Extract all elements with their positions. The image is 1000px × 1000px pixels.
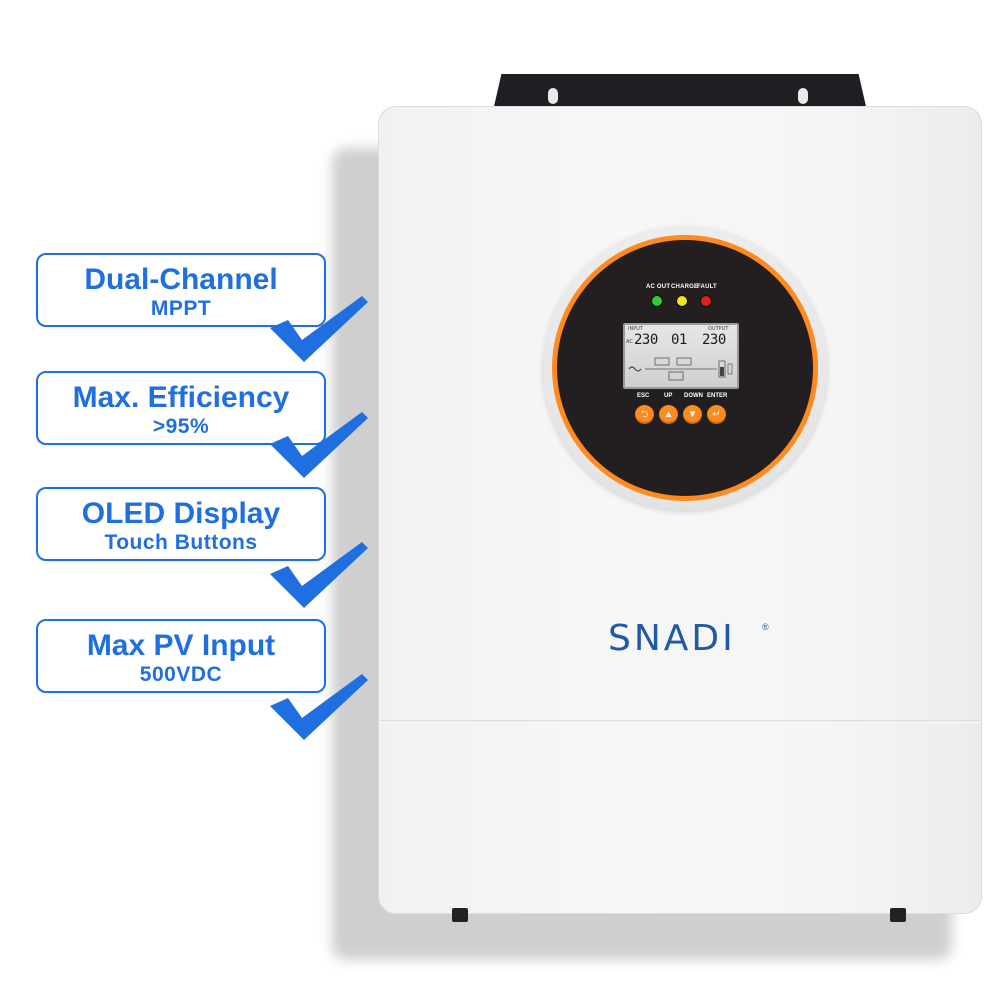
lcd-flow-diagram-icon bbox=[628, 357, 733, 381]
checkmark-icon bbox=[270, 296, 368, 362]
lcd-input-label: INPUT bbox=[628, 326, 643, 332]
lcd-mode-value: 01 bbox=[671, 332, 687, 348]
lcd-input-value: 230 bbox=[634, 332, 658, 348]
led-label-ac-out: AC OUT bbox=[646, 284, 671, 290]
bracket-hole bbox=[548, 88, 558, 104]
led-charge bbox=[676, 295, 688, 307]
brand-logo: SNADI bbox=[608, 618, 736, 659]
checkmark-icon bbox=[270, 542, 368, 608]
lcd-output-value: 230 bbox=[702, 332, 726, 348]
down-button[interactable]: ▼ bbox=[683, 405, 702, 424]
up-label: UP bbox=[664, 393, 673, 399]
enter-label: ENTER bbox=[707, 393, 728, 399]
lcd-output-label: OUTPUT bbox=[708, 326, 729, 332]
feature-title: Dual-Channel bbox=[84, 263, 278, 296]
feature-subtitle: Touch Buttons bbox=[104, 531, 258, 554]
enter-button[interactable]: ↵ bbox=[707, 405, 726, 424]
feature-callout-display: OLED Display Touch Buttons bbox=[36, 487, 326, 561]
feature-callout-pv-input: Max PV Input 500VDC bbox=[36, 619, 326, 693]
led-label-charge: CHARGE bbox=[671, 284, 699, 290]
checkmark-icon bbox=[270, 412, 368, 478]
foot bbox=[452, 908, 468, 922]
feature-subtitle: >95% bbox=[152, 415, 210, 438]
feature-callout-efficiency: Max. Efficiency >95% bbox=[36, 371, 326, 445]
feature-title: Max PV Input bbox=[86, 629, 276, 662]
feature-title: Max. Efficiency bbox=[72, 381, 290, 414]
esc-button[interactable]: ⮌ bbox=[635, 405, 654, 424]
down-label: DOWN bbox=[684, 393, 703, 399]
led-ac-out bbox=[651, 295, 663, 307]
body-seam bbox=[380, 720, 980, 723]
foot bbox=[890, 908, 906, 922]
up-button[interactable]: ▲ bbox=[659, 405, 678, 424]
led-fault bbox=[700, 295, 712, 307]
bracket-hole bbox=[798, 88, 808, 104]
feature-title: OLED Display bbox=[81, 497, 281, 530]
lcd-ac-label: AC bbox=[626, 339, 633, 345]
registered-mark: ® bbox=[762, 622, 769, 632]
feature-subtitle: MPPT bbox=[150, 297, 212, 320]
feature-callout-mppt: Dual-Channel MPPT bbox=[36, 253, 326, 327]
esc-label: ESC bbox=[637, 393, 650, 399]
led-label-fault: FAULT bbox=[697, 284, 717, 290]
lcd-display: INPUT OUTPUT AC 230 01 230 bbox=[623, 323, 739, 389]
feature-subtitle: 500VDC bbox=[139, 663, 223, 686]
checkmark-icon bbox=[270, 674, 368, 740]
